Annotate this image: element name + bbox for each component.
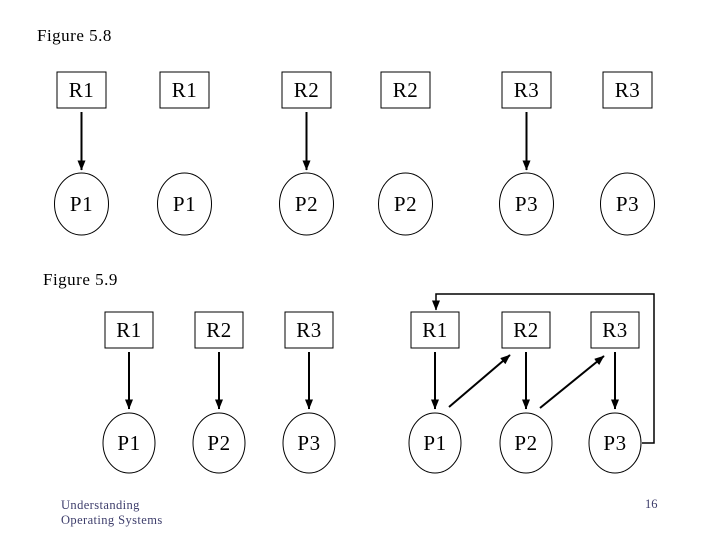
resource-box <box>281 71 332 109</box>
process-label: P3 <box>603 431 626 455</box>
process-node <box>157 172 212 236</box>
resource-label: R2 <box>294 78 320 102</box>
resource-box <box>602 71 653 109</box>
process-label: P2 <box>514 431 537 455</box>
process-label: P1 <box>173 192 196 216</box>
process-node <box>408 412 462 474</box>
resource-label: R3 <box>615 78 641 102</box>
process-label: P1 <box>117 431 140 455</box>
process-node <box>499 172 554 236</box>
resource-label: R2 <box>513 318 539 342</box>
circular-wait-edge <box>432 293 655 444</box>
page-number: 16 <box>645 497 658 511</box>
resource-label: R2 <box>393 78 419 102</box>
process-node <box>600 172 655 236</box>
resource-label: R1 <box>172 78 198 102</box>
resource-box <box>590 311 640 349</box>
process-label: P2 <box>207 431 230 455</box>
process-label: P3 <box>616 192 639 216</box>
process-node <box>378 172 433 236</box>
footer-line-1: Understanding <box>61 498 140 512</box>
process-label: P2 <box>295 192 318 216</box>
footer-line-2: Operating Systems <box>61 513 163 527</box>
process-label: P1 <box>70 192 93 216</box>
resource-box <box>501 311 551 349</box>
process-label: P3 <box>297 431 320 455</box>
figure-5-9-right-diagram: R1 P1 R2 P2 R3 P3 <box>408 293 655 474</box>
figure-5-8-title: Figure 5.8 <box>37 26 112 45</box>
process-node <box>282 412 336 474</box>
figure-5-9-left-diagram: R1 P1 R2 P2 R3 P3 <box>102 311 336 474</box>
resource-box <box>56 71 107 109</box>
resource-box <box>194 311 244 349</box>
figure-5-9: Figure 5.9 R1 P1 R2 P2 R3 P3 <box>43 270 655 474</box>
process-label: P1 <box>423 431 446 455</box>
process-node <box>279 172 334 236</box>
resource-label: R1 <box>69 78 95 102</box>
resource-box <box>380 71 431 109</box>
request-arrow <box>539 355 605 409</box>
resource-box <box>410 311 460 349</box>
figure-5-9-title: Figure 5.9 <box>43 270 118 289</box>
resource-box <box>284 311 334 349</box>
process-label: P2 <box>394 192 417 216</box>
resource-box <box>501 71 552 109</box>
process-node <box>54 172 109 236</box>
resource-label: R3 <box>514 78 540 102</box>
request-arrow <box>448 354 511 408</box>
process-node <box>102 412 156 474</box>
process-node <box>192 412 246 474</box>
process-node <box>499 412 553 474</box>
resource-label: R3 <box>602 318 628 342</box>
resource-box <box>159 71 210 109</box>
resource-label: R1 <box>116 318 142 342</box>
resource-box <box>104 311 154 349</box>
process-node <box>588 412 642 474</box>
figure-5-8: Figure 5.8 R1 P1 R1 P1 R2 P2 R2 P2 <box>37 26 655 236</box>
process-label: P3 <box>515 192 538 216</box>
resource-label: R2 <box>206 318 232 342</box>
resource-label: R1 <box>422 318 448 342</box>
resource-label: R3 <box>296 318 322 342</box>
